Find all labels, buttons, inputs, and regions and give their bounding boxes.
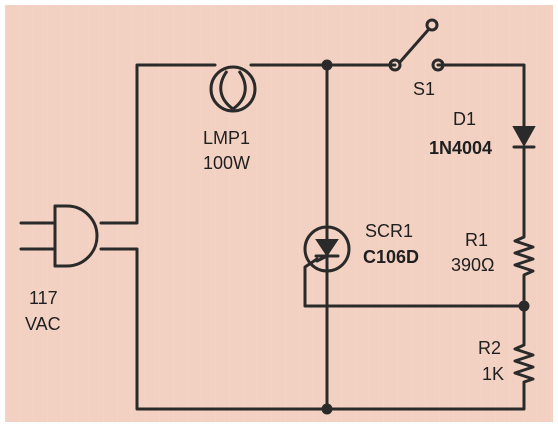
scr-symbol xyxy=(303,225,351,273)
r2-label: R2 xyxy=(478,338,501,358)
junction-dot xyxy=(321,59,333,71)
right-bottom-wire xyxy=(99,247,526,411)
junction-dot xyxy=(321,403,333,415)
lamp-value: 100W xyxy=(203,153,250,173)
scr-value: C106D xyxy=(363,247,419,267)
r2-value: 1K xyxy=(482,364,504,384)
scr-label: SCR1 xyxy=(365,221,413,241)
junction-dot xyxy=(518,300,530,312)
plug-voltage: 117 xyxy=(29,288,58,308)
switch-symbol xyxy=(388,18,445,72)
resistor-r1-symbol xyxy=(513,231,535,279)
lamp-symbol xyxy=(209,65,257,113)
diode-symbol xyxy=(512,126,536,149)
top-right-wire xyxy=(436,63,526,129)
schematic-drawing: LMP1 100W S1 D1 1N4004 SCR1 C106D R1 390… xyxy=(19,18,536,415)
diode-label: D1 xyxy=(453,109,476,129)
lamp-label: LMP1 xyxy=(203,128,250,148)
r1-value: 390Ω xyxy=(451,255,495,275)
switch-label: S1 xyxy=(413,79,435,99)
top-left-wire xyxy=(99,63,217,225)
ac-plug-symbol xyxy=(19,204,99,268)
resistor-r2-symbol xyxy=(513,339,535,385)
plug-unit: VAC xyxy=(25,314,61,334)
r1-label: R1 xyxy=(465,230,488,250)
diode-value: 1N4004 xyxy=(429,138,492,158)
